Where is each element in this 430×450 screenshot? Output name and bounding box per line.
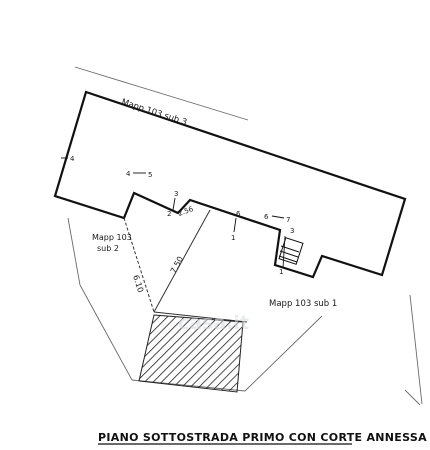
marker-3-top: 3 (174, 190, 178, 198)
boundary-line-right (409, 294, 423, 405)
arrow-6-1 (233, 217, 237, 233)
marker-4: 4 (126, 170, 131, 178)
boundary-line-left-lower (79, 284, 133, 381)
marker-6-top: 6 (236, 210, 241, 218)
stair-box (278, 237, 304, 265)
courtyard-line-bottom (153, 311, 248, 323)
label-mapp-sub2-line1: Mapp 103 (92, 233, 132, 242)
section-arrows (61, 157, 286, 269)
boundary-line-left (67, 217, 81, 286)
label-mapp-sub1: Mapp 103 sub 1 (269, 299, 337, 309)
marker-4-left: 4 (70, 155, 75, 163)
stair-step-3 (278, 255, 298, 263)
arrow-3-1 (282, 235, 286, 269)
courtyard-line-diagonal (153, 209, 211, 313)
dimension-750: 7.50 (169, 255, 185, 275)
marker-1-mid: 1 (231, 234, 235, 242)
marker-1-bottom: 1 (279, 268, 283, 276)
courtyard-lines (123, 209, 248, 323)
boundary-line-top (74, 66, 249, 121)
dimension-256: 2.56 (177, 205, 195, 218)
stair-symbol (278, 237, 304, 265)
marker-5: 5 (148, 171, 152, 179)
boundary-line-bottom-right (244, 315, 323, 392)
arrow-3-2 (172, 197, 176, 211)
stair-step-2 (279, 250, 299, 258)
hatched-area (138, 314, 244, 393)
courtyard-line-left (123, 217, 155, 313)
label-mapp-sub2-line2: sub 2 (97, 244, 119, 253)
marker-6-right: 6 (264, 213, 269, 221)
arrow-6-7 (271, 215, 285, 219)
marker-7: 7 (286, 216, 290, 224)
watermark-text: casa.it (178, 312, 249, 334)
marker-2: 2 (167, 210, 171, 218)
marker-3-right: 3 (290, 227, 294, 235)
label-mapp-sub3: Mapp 103 sub 3 (120, 97, 188, 128)
plan-title: PIANO SOTTOSTRADA PRIMO CON CORTE ANNESS… (98, 431, 427, 444)
boundary-line-right-corner (404, 389, 421, 406)
